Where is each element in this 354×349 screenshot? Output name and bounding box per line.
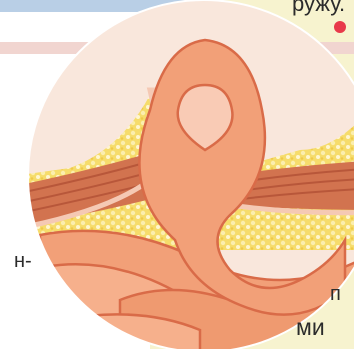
text-fragment-bottom: ми xyxy=(296,316,325,338)
text-fragment-top: ружу. xyxy=(292,0,345,15)
text-fragment-left: н- xyxy=(14,250,32,272)
text-fragment-right: п xyxy=(330,283,341,305)
bullet-dot-icon xyxy=(334,21,346,33)
